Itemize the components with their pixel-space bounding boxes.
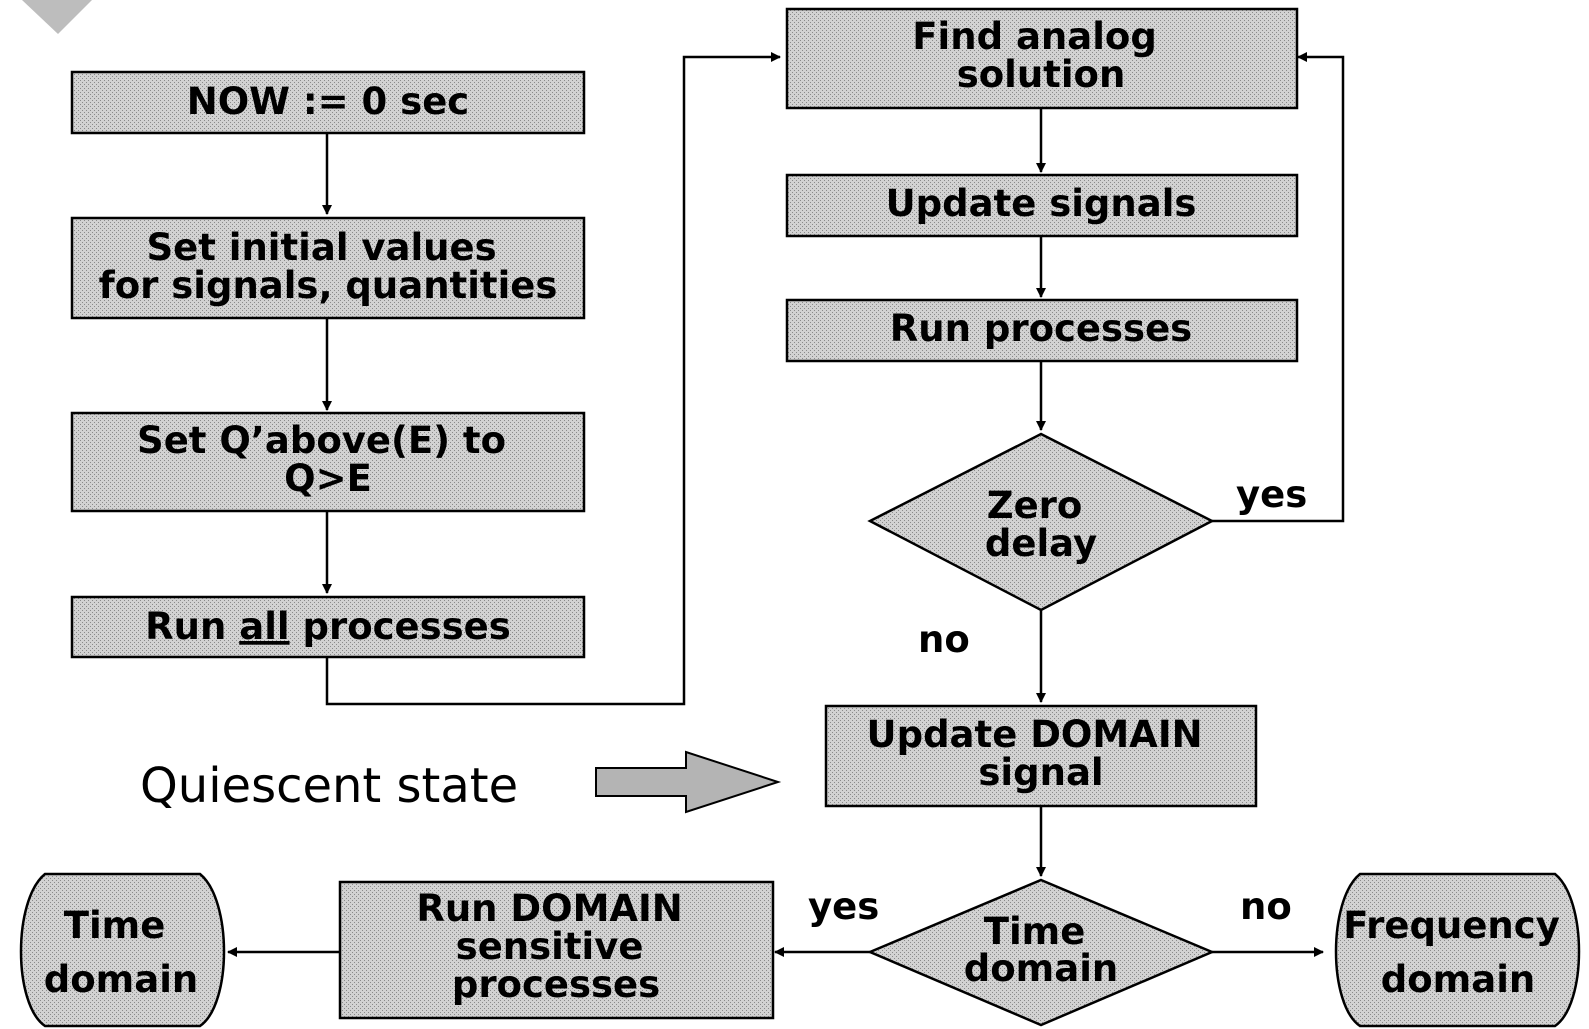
node-update-domain-label: Update DOMAIN signal	[867, 713, 1216, 794]
node-set-initial-label: Set initial values for signals, quantiti…	[99, 226, 558, 307]
node-run-domain-sensitive: Run DOMAIN sensitive processes	[338, 880, 775, 1020]
node-run-all: Run all processes	[70, 595, 586, 659]
node-update-signals: Update signals	[785, 173, 1299, 238]
decision-zero-delay-label: Zero delay	[985, 484, 1097, 565]
node-update-signals-label: Update signals	[886, 182, 1197, 225]
node-set-qabove: Set Q’above(E) to Q>E	[70, 411, 586, 513]
node-now-label: NOW := 0 sec	[187, 80, 469, 123]
label-time-yes: yes	[808, 885, 879, 928]
node-run-all-label: Run all processes	[145, 605, 511, 648]
node-now: NOW := 0 sec	[70, 70, 586, 135]
edge-run-all-to-find-analog	[325, 52, 781, 706]
connectors	[227, 52, 1345, 957]
edge-zero-delay-yes	[1212, 52, 1345, 523]
quiescent-state-label: Quiescent state	[140, 758, 518, 814]
node-find-analog: Find analog solution	[785, 7, 1299, 110]
decision-zero-delay: Zero delay	[867, 432, 1215, 612]
label-time-no: no	[1240, 885, 1292, 928]
quiescent-arrow-icon	[595, 750, 782, 814]
decision-time-domain-label: Time domain	[964, 910, 1118, 990]
terminal-time-domain: Time domain	[19, 872, 226, 1028]
node-find-analog-label: Find analog solution	[912, 15, 1169, 96]
decision-time-domain: Time domain	[866, 878, 1216, 1027]
terminal-frequency-domain: Frequency domain	[1334, 872, 1581, 1028]
node-set-initial: Set initial values for signals, quantiti…	[70, 216, 586, 320]
node-run-processes: Run processes	[785, 298, 1299, 363]
node-run-processes-label: Run processes	[890, 307, 1192, 350]
corner-decoration	[22, 0, 92, 34]
terminal-frequency-domain-label: Frequency domain	[1343, 904, 1572, 1001]
node-set-qabove-label: Set Q’above(E) to Q>E	[137, 419, 519, 500]
label-zero-yes: yes	[1236, 473, 1307, 516]
terminal-time-domain-label: Time domain	[44, 904, 198, 1001]
node-update-domain: Update DOMAIN signal	[824, 704, 1258, 808]
label-zero-no: no	[918, 618, 970, 661]
node-run-domain-sensitive-label: Run DOMAIN sensitive processes	[416, 887, 695, 1006]
